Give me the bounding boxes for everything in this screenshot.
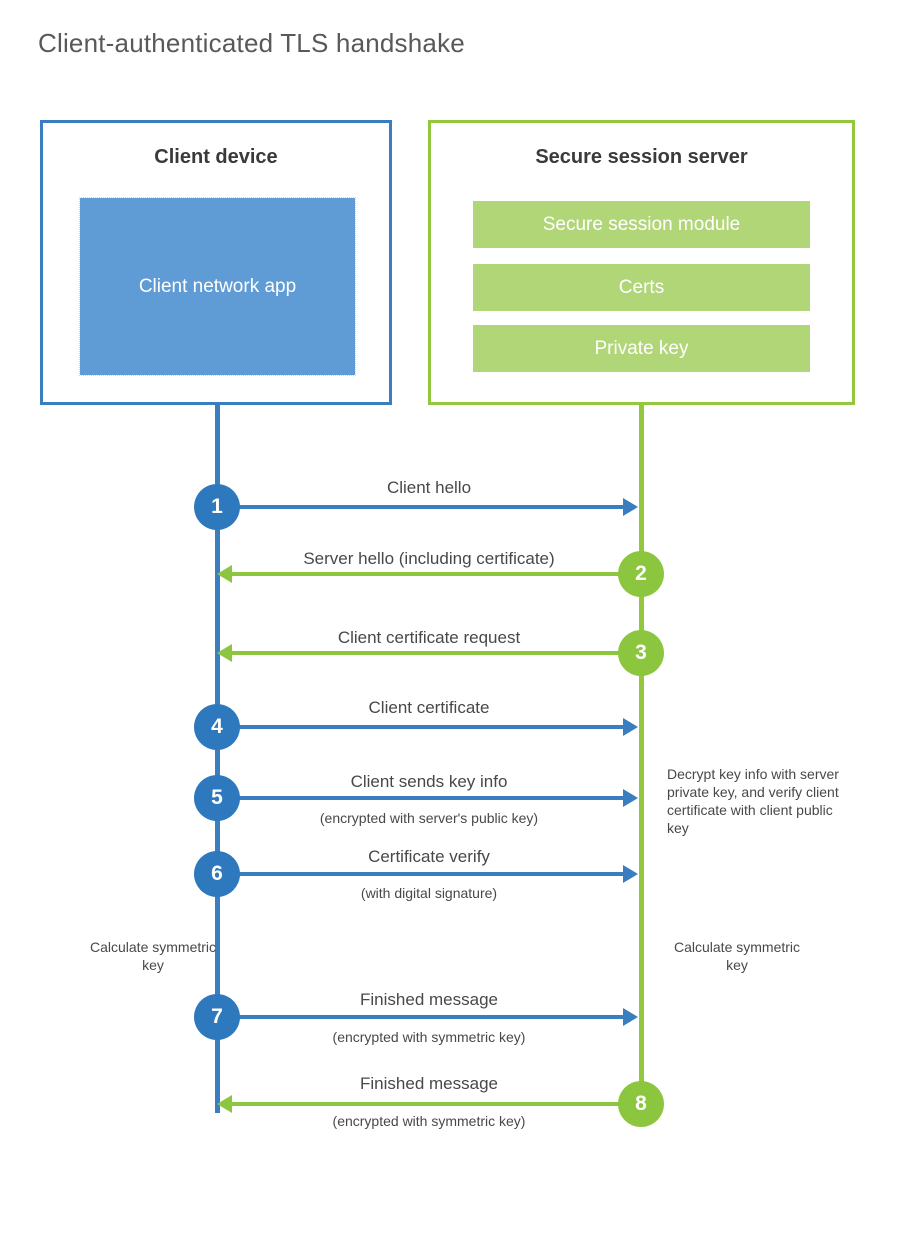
message-6-sublabel: (with digital signature) — [360, 885, 498, 901]
secure-session-server-title: Secure session server — [535, 146, 748, 168]
message-5-line — [217, 796, 625, 800]
message-5-label: Client sends key info — [350, 772, 508, 791]
server-lifeline — [639, 403, 644, 1106]
step-badge-3[interactable]: 3 — [618, 630, 664, 676]
message-8-label: Finished message — [360, 1074, 498, 1093]
client-network-app-block: Client network app — [79, 197, 356, 376]
step-badge-2[interactable]: 2 — [618, 551, 664, 597]
message-1-line — [217, 505, 625, 509]
step-badge-5[interactable]: 5 — [194, 775, 240, 821]
message-7-label: Finished message — [360, 990, 498, 1009]
step-badge-6[interactable]: 6 — [194, 851, 240, 897]
message-8-line — [232, 1102, 641, 1106]
message-3-arrowhead-icon — [217, 644, 232, 662]
server-component-secure-session-module: Secure session module — [473, 201, 810, 248]
message-1-arrowhead-icon — [623, 498, 638, 516]
client-device-box: Client device Client network app — [40, 120, 392, 405]
message-7-sublabel: (encrypted with symmetric key) — [332, 1029, 526, 1045]
step-badge-4[interactable]: 4 — [194, 704, 240, 750]
message-8-sublabel: (encrypted with symmetric key) — [332, 1113, 526, 1129]
secure-session-server-box: Secure session server Secure session mod… — [428, 120, 855, 405]
client-calculate-symmetric-key-note: Calculate symmetric key — [89, 939, 217, 973]
message-6-line — [217, 872, 625, 876]
message-8-arrowhead-icon — [217, 1095, 232, 1113]
client-lifeline — [215, 403, 220, 1113]
message-6-label: Certificate verify — [368, 847, 490, 866]
step-badge-1[interactable]: 1 — [194, 484, 240, 530]
server-decrypt-note: Decrypt key info with server private key… — [667, 766, 839, 836]
message-7-line — [217, 1015, 625, 1019]
client-device-title: Client device — [154, 146, 278, 168]
server-calculate-symmetric-key-note: Calculate symmetric key — [673, 939, 801, 973]
server-component-certs: Certs — [473, 264, 810, 311]
server-component-private-key: Private key — [473, 325, 810, 372]
message-2-line — [232, 572, 641, 576]
message-5-arrowhead-icon — [623, 789, 638, 807]
step-badge-7[interactable]: 7 — [194, 994, 240, 1040]
message-4-arrowhead-icon — [623, 718, 638, 736]
message-2-arrowhead-icon — [217, 565, 232, 583]
message-4-label: Client certificate — [368, 698, 490, 717]
message-6-arrowhead-icon — [623, 865, 638, 883]
message-1-label: Client hello — [386, 478, 472, 497]
message-2-label: Server hello (including certificate) — [303, 549, 555, 568]
message-3-label: Client certificate request — [337, 628, 521, 647]
step-badge-8[interactable]: 8 — [618, 1081, 664, 1127]
page-title: Client-authenticated TLS handshake — [38, 28, 465, 58]
message-5-sublabel: (encrypted with server's public key) — [319, 810, 539, 826]
message-4-line — [217, 725, 625, 729]
message-7-arrowhead-icon — [623, 1008, 638, 1026]
message-3-line — [232, 651, 641, 655]
